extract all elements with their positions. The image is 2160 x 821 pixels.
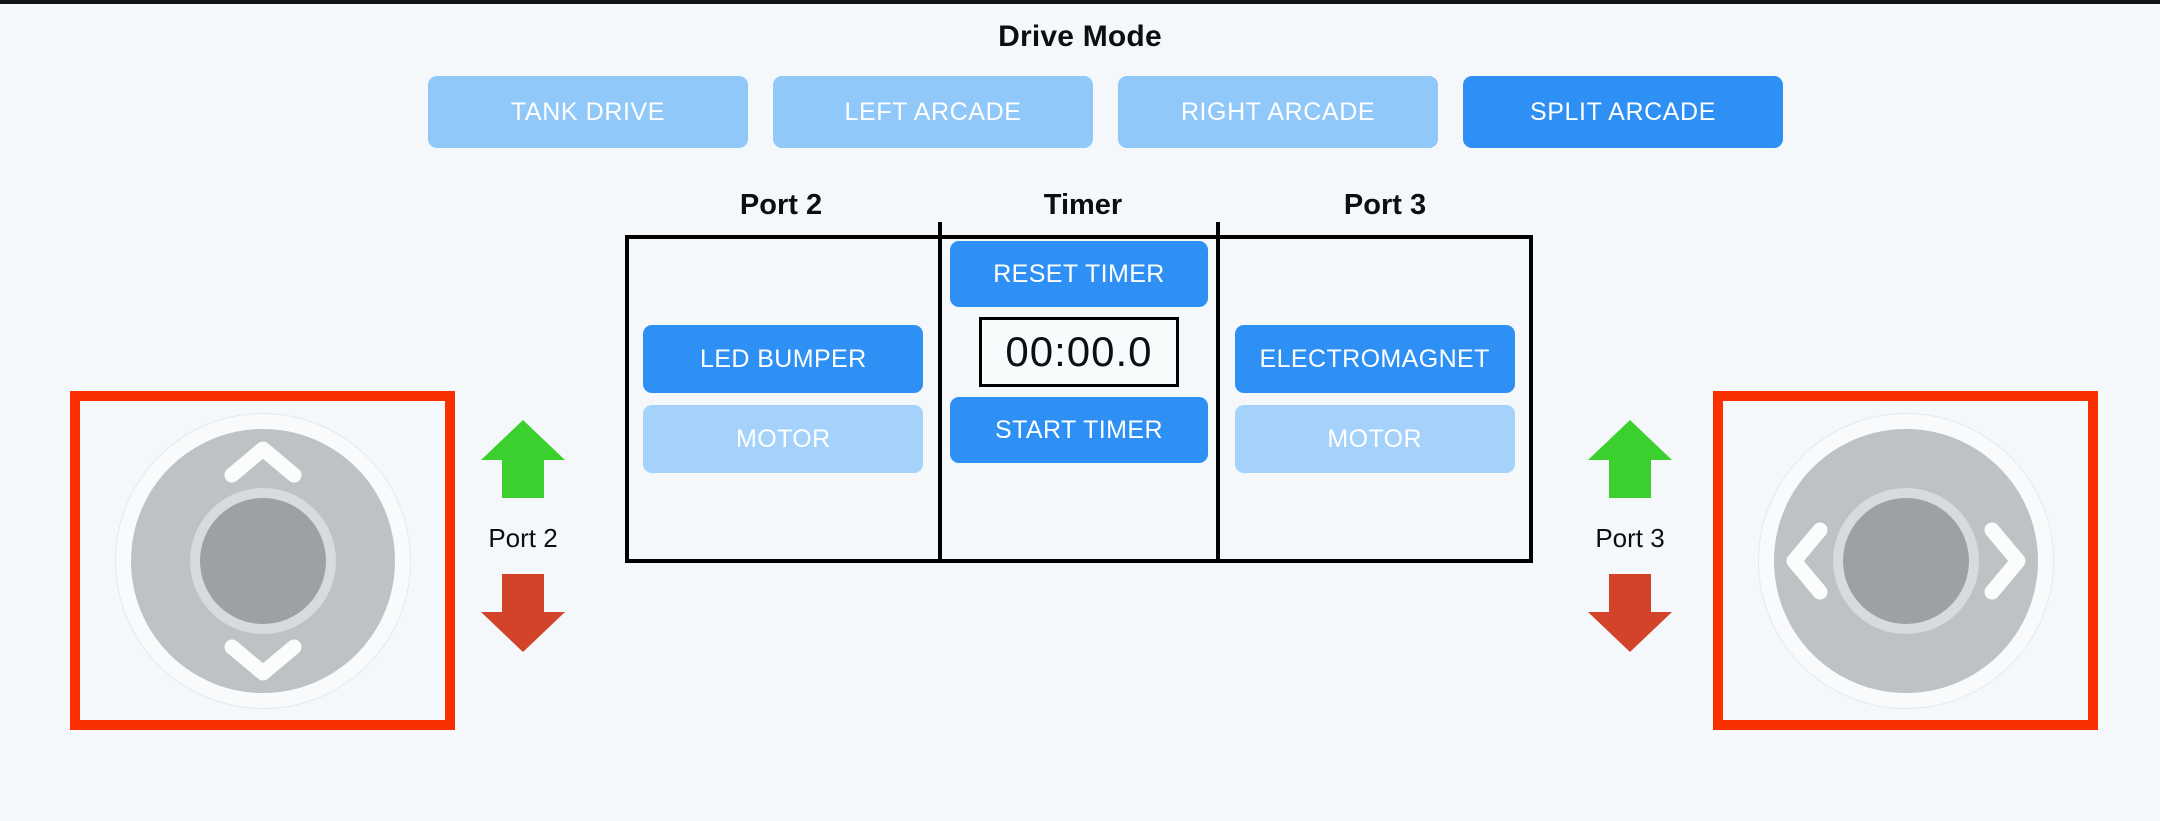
panel-column-timer: RESET TIMER 00:00.0 START TIMER xyxy=(937,222,1221,559)
port3-indicator: Port 3 xyxy=(1570,418,1690,659)
drive-mode-selector: TANK DRIVE LEFT ARCADE RIGHT ARCADE SPLI… xyxy=(428,76,1783,148)
drive-mode-tank-drive[interactable]: TANK DRIVE xyxy=(428,76,748,148)
arrow-up-icon xyxy=(480,418,566,505)
arrow-up-icon xyxy=(1587,418,1673,505)
drive-mode-split-arcade[interactable]: SPLIT ARCADE xyxy=(1463,76,1783,148)
port2-indicator: Port 2 xyxy=(463,418,583,659)
left-joystick[interactable] xyxy=(114,412,411,709)
arrow-down-icon xyxy=(480,572,566,659)
panel-heading-port2: Port 2 xyxy=(739,189,823,221)
port2-label: Port 2 xyxy=(488,523,558,553)
panel-heading-timer: Timer xyxy=(1043,189,1123,221)
right-joystick[interactable] xyxy=(1757,412,2054,709)
port3-label: Port 3 xyxy=(1595,523,1665,553)
port3-motor-button[interactable]: MOTOR xyxy=(1234,405,1515,473)
reset-timer-button[interactable]: RESET TIMER xyxy=(949,241,1208,307)
right-joystick-outline xyxy=(1757,412,2054,709)
electromagnet-button[interactable]: ELECTROMAGNET xyxy=(1234,325,1515,393)
timer-display: 00:00.0 xyxy=(978,317,1179,387)
top-divider xyxy=(0,0,2160,4)
page-title: Drive Mode xyxy=(998,20,1162,53)
panel-column-port3: ELECTROMAGNET MOTOR xyxy=(1220,239,1529,559)
start-timer-button[interactable]: START TIMER xyxy=(949,397,1208,463)
left-joystick-area[interactable] xyxy=(70,391,455,730)
left-joystick-knob[interactable] xyxy=(199,497,326,624)
drive-mode-left-arcade[interactable]: LEFT ARCADE xyxy=(773,76,1093,148)
panel-column-headings: Port 2 Timer Port 3 xyxy=(625,189,1541,222)
panel-column-port2: LED BUMPER MOTOR xyxy=(629,239,938,559)
right-joystick-area[interactable] xyxy=(1713,391,2098,730)
left-joystick-outline xyxy=(114,412,411,709)
right-joystick-knob[interactable] xyxy=(1842,497,1969,624)
control-panel: LED BUMPER MOTOR RESET TIMER 00:00.0 STA… xyxy=(625,222,1533,563)
panel-heading-port3: Port 3 xyxy=(1343,189,1427,221)
led-bumper-button[interactable]: LED BUMPER xyxy=(643,325,924,393)
drive-mode-right-arcade[interactable]: RIGHT ARCADE xyxy=(1118,76,1438,148)
port2-motor-button[interactable]: MOTOR xyxy=(643,405,924,473)
arrow-down-icon xyxy=(1587,572,1673,659)
